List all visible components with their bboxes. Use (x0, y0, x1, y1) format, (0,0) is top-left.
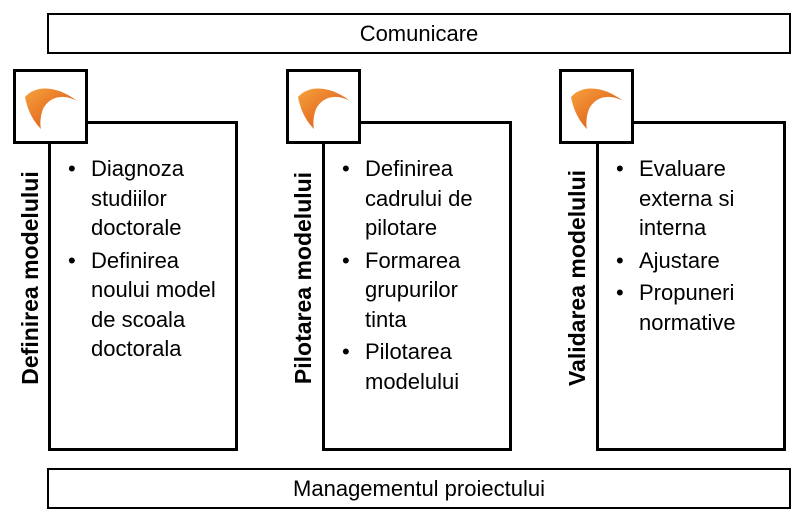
list-item: Pilotarea modelului (339, 337, 505, 396)
vertical-label-piloting: Pilotarea modelului (290, 171, 316, 385)
vertical-label-validation: Validarea modelului (564, 169, 590, 387)
project-management-label: Managementul proiectului (293, 475, 545, 501)
list-item: Definirea cadrului de pilotare (339, 154, 505, 243)
project-management-bar: Managementul proiectului (47, 468, 791, 509)
column-card-piloting: Definirea cadrului de pilotare Formarea … (322, 121, 512, 451)
list-item: Evaluare externa si interna (613, 154, 779, 243)
list-item: Formarea grupurilor tinta (339, 246, 505, 335)
communication-bar: Comunicare (47, 13, 791, 54)
column-card-validation: Evaluare externa si interna Ajustare Pro… (596, 121, 786, 451)
orange-swoosh-icon (570, 87, 623, 129)
column-icon-box-validation (559, 69, 634, 144)
list-item: Definirea noului model de scoala doctora… (65, 246, 231, 364)
column-icon-box-definition (13, 69, 88, 144)
orange-swoosh-icon (24, 87, 77, 129)
column-icon-box-piloting (286, 69, 361, 144)
definition-item-list: Diagnoza studiilor doctorale Definirea n… (65, 154, 231, 367)
column-card-definition: Diagnoza studiilor doctorale Definirea n… (48, 121, 238, 451)
validation-item-list: Evaluare externa si interna Ajustare Pro… (613, 154, 779, 340)
list-item: Ajustare (613, 246, 779, 276)
orange-swoosh-icon (297, 87, 350, 129)
piloting-item-list: Definirea cadrului de pilotare Formarea … (339, 154, 505, 399)
list-item: Diagnoza studiilor doctorale (65, 154, 231, 243)
vertical-label-definition: Definirea modelului (17, 171, 43, 385)
communication-label: Comunicare (359, 20, 479, 46)
list-item: Propuneri normative (613, 278, 779, 337)
